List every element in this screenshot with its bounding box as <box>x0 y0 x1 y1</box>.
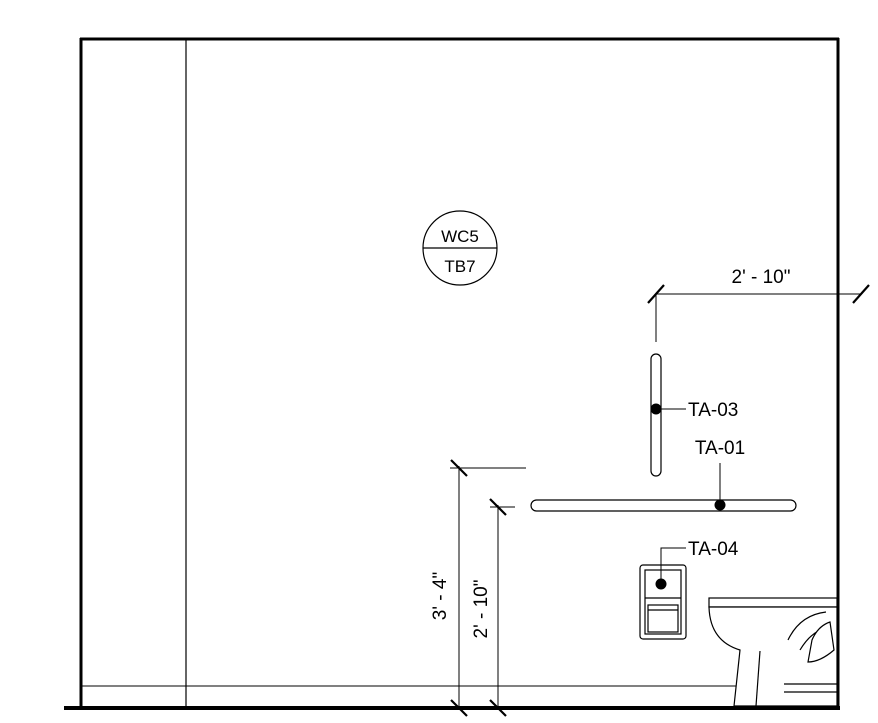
vertical-dimension-left-label: 3' - 4" <box>430 572 451 620</box>
horizontal-dimension-label: 2' - 10" <box>732 267 791 288</box>
elevation-tag-top: WC5 <box>441 227 479 246</box>
vertical-grab-bar-callout: TA-03 <box>688 400 738 421</box>
horizontal-dimension <box>647 284 870 342</box>
horizontal-grab-bar-callout: TA-01 <box>695 438 745 459</box>
tissue-dispenser <box>639 564 687 640</box>
vertical-grab-bar <box>650 353 662 477</box>
vertical-dimension-right-label: 2' - 10" <box>471 580 492 639</box>
elevation-tag: WC5 TB7 <box>422 210 498 286</box>
vertical-dimension-left <box>450 459 526 717</box>
toilet <box>708 597 838 707</box>
tissue-dispenser-leader <box>660 547 686 584</box>
horizontal-grab-bar <box>530 499 797 512</box>
elevation-tag-bottom: TB7 <box>444 257 475 276</box>
vertical-dimension-right <box>489 498 515 717</box>
tissue-dispenser-callout: TA-04 <box>688 539 739 560</box>
